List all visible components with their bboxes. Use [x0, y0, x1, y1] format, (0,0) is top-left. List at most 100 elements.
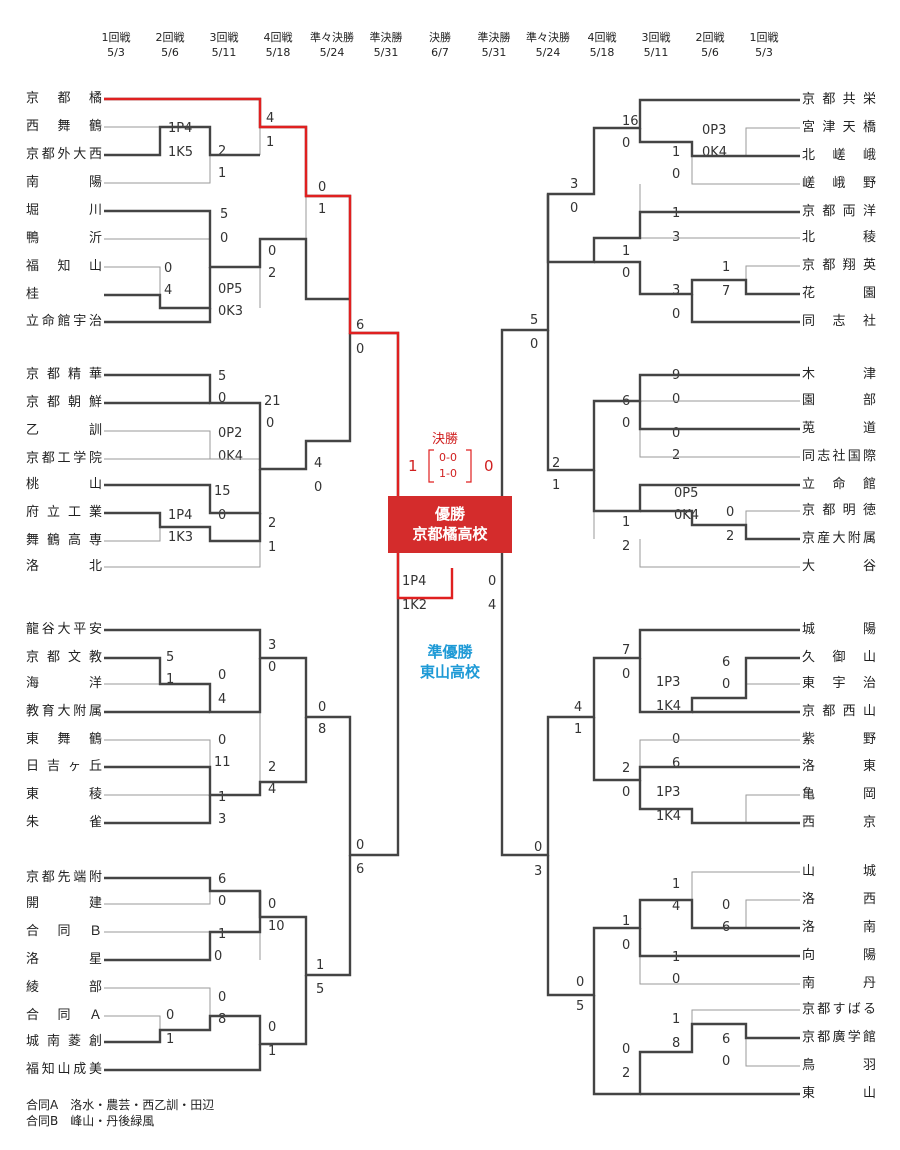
match-score: 0: [672, 426, 681, 441]
bracket-line-winner: [690, 294, 800, 324]
match-score: 0: [314, 480, 323, 495]
match-score: 0P2: [218, 426, 243, 441]
right-team-name: 紫野: [802, 732, 876, 747]
final-score-bracket: [428, 449, 472, 483]
round-name: 4回戦: [263, 31, 293, 44]
left-team-name: 南陽: [26, 175, 102, 190]
round-date: 6/7: [431, 46, 449, 59]
bracket-line-loser: [104, 739, 211, 767]
bracket-line-loser: [104, 155, 211, 184]
match-score: 1P3: [656, 675, 681, 690]
match-score: 1: [218, 790, 227, 805]
match-score: 5: [218, 369, 227, 384]
bracket-line-winner: [104, 308, 212, 324]
match-score: 0: [166, 1008, 175, 1023]
bracket-line-loser: [745, 658, 800, 685]
left-team-name: 福知山: [26, 259, 102, 274]
left-team-name: 桂: [26, 287, 40, 302]
left-team-name: 洛北: [26, 559, 102, 574]
match-score: 1K3: [168, 530, 194, 545]
right-team-name: 洛東: [802, 759, 876, 774]
match-score: 0: [622, 416, 631, 431]
right-team-name: 亀岡: [802, 787, 876, 802]
match-score: 0: [622, 266, 631, 281]
match-score: 0: [722, 1054, 731, 1069]
bracket-line-winner: [638, 928, 800, 958]
bracket-line-winner: [104, 125, 260, 157]
match-score: 1: [622, 515, 631, 530]
runner-up-team: 東山高校: [419, 663, 480, 681]
bracket-line-winner: [104, 795, 212, 825]
match-score: 0: [220, 231, 229, 246]
match-score: 4: [672, 899, 681, 914]
match-score: 1: [218, 927, 227, 942]
match-score: 3: [672, 283, 681, 298]
round-date: 5/31: [481, 46, 507, 59]
final-left-total: 1: [408, 457, 418, 475]
round-name: 準決勝: [477, 31, 511, 44]
match-score: 8: [318, 722, 327, 737]
right-team-name: 京産大附属: [802, 531, 876, 546]
bracket-line-loser: [104, 878, 211, 905]
match-score: 0: [530, 337, 539, 352]
bracket-line-winner: [638, 780, 800, 825]
left-team-name: 合同Ｂ: [26, 924, 102, 939]
left-team-name: 西舞鶴: [26, 119, 102, 134]
bracket-line-winner: [104, 209, 350, 301]
round-name: 2回戦: [695, 31, 725, 44]
bracket-line-winner: [640, 509, 800, 541]
match-score: 10: [268, 919, 285, 934]
bracket-line-loser: [691, 156, 800, 185]
round-name: 準決勝: [369, 31, 403, 44]
runner-up-box: 準優勝 東山高校: [400, 642, 500, 682]
match-score: 0: [356, 838, 365, 853]
left-team-name: 府立工業: [26, 505, 102, 520]
match-score: 1K2: [402, 598, 428, 613]
bracket-line-winner: [104, 975, 308, 1046]
match-score: 0: [722, 677, 731, 692]
match-score: 2: [726, 529, 735, 544]
match-score: 0K3: [218, 304, 244, 319]
left-team-name: 京都先端附: [26, 870, 102, 885]
round-name: 準々決勝: [526, 31, 570, 44]
right-team-name: 久御山: [802, 650, 876, 665]
bracket-line-loser: [104, 987, 211, 1016]
match-score: 0: [266, 416, 275, 431]
match-score: 0P3: [702, 123, 727, 138]
match-score: 1: [218, 166, 227, 181]
round-date: 5/6: [161, 46, 179, 59]
match-score: 0: [622, 136, 631, 151]
right-team-name: 立命館: [802, 477, 876, 492]
match-score: 0: [218, 990, 227, 1005]
round-name: 2回戦: [155, 31, 185, 44]
match-score: 1: [672, 1012, 681, 1027]
round-name: 3回戦: [209, 31, 239, 44]
match-score: 1: [266, 135, 275, 150]
round-name: 決勝: [429, 31, 451, 44]
match-score: 0: [534, 840, 543, 855]
bracket-line-winner: [104, 891, 262, 962]
left-team-name: 京都橘: [26, 91, 102, 106]
match-score: 6: [356, 862, 365, 877]
match-score: 1: [722, 260, 731, 275]
right-team-name: 同志社: [802, 314, 876, 329]
final-right-total: 0: [484, 457, 494, 475]
match-score: 3: [218, 812, 227, 827]
match-score: 0: [218, 391, 227, 406]
match-score: 1P4: [402, 574, 427, 589]
bracket-line-loser: [104, 266, 161, 295]
match-score: 0: [576, 975, 585, 990]
match-score: 3: [570, 177, 579, 192]
match-score: 1: [552, 478, 561, 493]
match-score: 1: [622, 244, 631, 259]
match-score: 0P5: [674, 486, 699, 501]
right-team-name: 向陽: [802, 948, 876, 963]
bracket-line-winner: [594, 260, 800, 296]
champion-label: 優勝: [434, 505, 465, 523]
left-team-name: 福知山成美: [26, 1062, 102, 1077]
match-score: 1P4: [168, 508, 193, 523]
runner-up-label: 準優勝: [427, 643, 473, 661]
